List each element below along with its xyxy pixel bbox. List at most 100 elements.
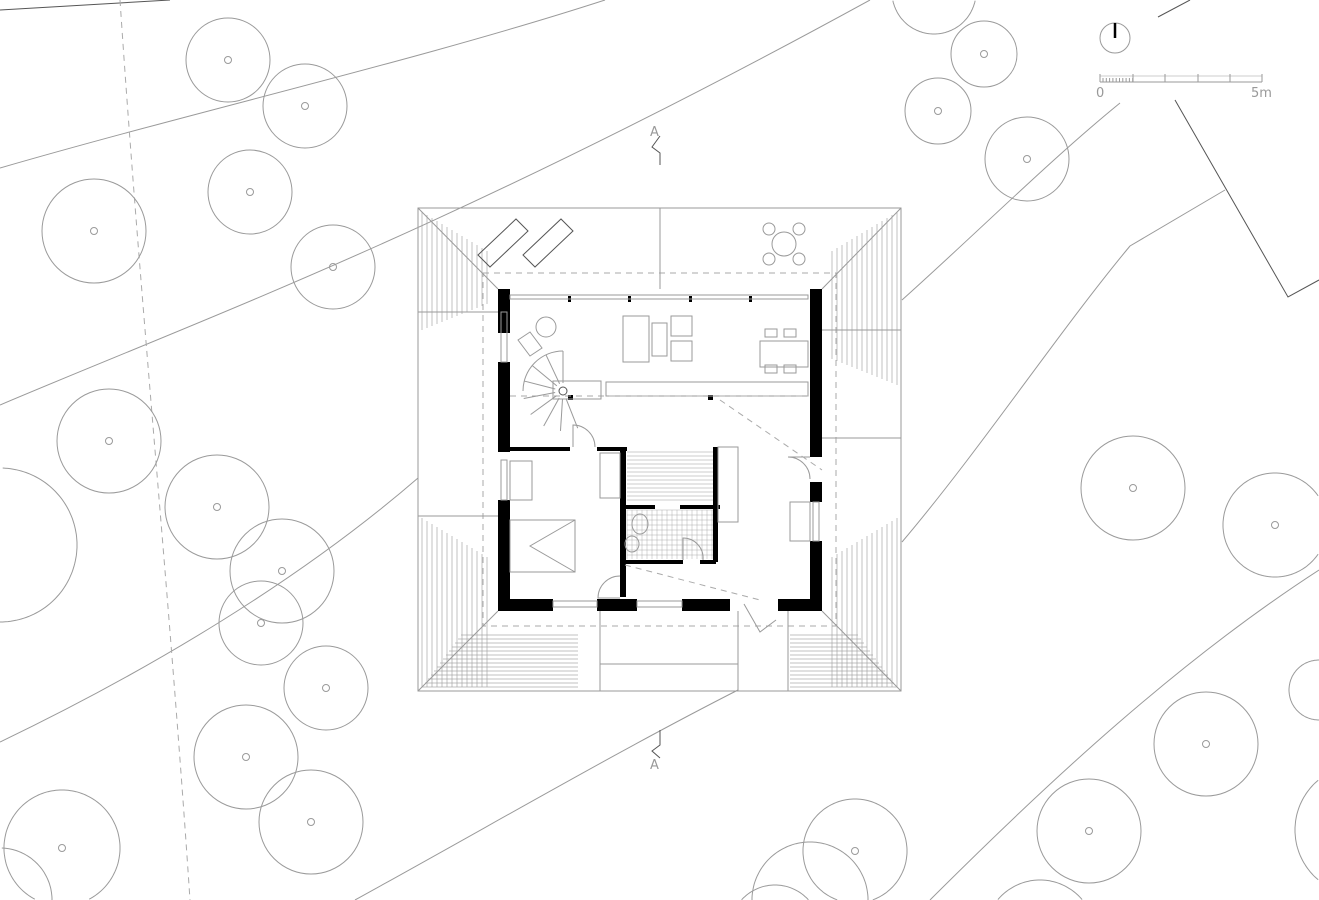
stair-tread xyxy=(523,392,556,399)
ridge-line xyxy=(719,399,823,471)
patio-table xyxy=(771,231,797,257)
tree xyxy=(56,388,162,494)
tree-canopy xyxy=(283,645,369,731)
tree-canopy xyxy=(1,847,53,900)
armchair xyxy=(670,340,693,362)
tree-trunk xyxy=(90,227,98,235)
tree xyxy=(283,645,369,731)
tree-canopy xyxy=(741,884,809,900)
contour-line xyxy=(0,0,171,11)
tree xyxy=(1080,435,1186,541)
tree xyxy=(904,77,972,145)
tree-trunk xyxy=(1085,827,1093,835)
north-arrow xyxy=(1099,22,1131,54)
tree xyxy=(290,224,376,310)
wall xyxy=(682,599,730,611)
tree-canopy xyxy=(258,769,364,875)
tree xyxy=(802,798,908,900)
wall xyxy=(597,599,637,611)
kitchen-counter xyxy=(717,446,739,523)
wall xyxy=(810,289,822,457)
wall xyxy=(625,560,683,564)
tree-canopy xyxy=(262,63,348,149)
wall xyxy=(510,447,570,451)
tree xyxy=(229,518,335,624)
tree-trunk xyxy=(1129,484,1137,492)
dining-chair xyxy=(764,328,778,338)
contour-line xyxy=(1174,99,1319,298)
tree-canopy xyxy=(904,77,972,145)
tree xyxy=(950,20,1018,88)
tree-trunk xyxy=(1202,740,1210,748)
tree-trunk xyxy=(257,619,265,627)
tree xyxy=(1222,472,1319,578)
window xyxy=(500,311,508,363)
dining-chair xyxy=(783,328,797,338)
tree-canopy xyxy=(1153,691,1259,797)
tree-trunk xyxy=(1023,155,1031,163)
washbasin xyxy=(624,535,640,553)
bed-cover xyxy=(529,519,576,573)
tree-trunk xyxy=(980,50,988,58)
cabinet xyxy=(789,501,811,542)
wall xyxy=(810,541,822,611)
tree-trunk xyxy=(278,567,286,575)
patio-chair xyxy=(762,252,776,266)
wall xyxy=(778,599,822,611)
wall xyxy=(597,447,627,451)
wall xyxy=(498,500,510,611)
tree xyxy=(751,841,869,900)
tree-canopy xyxy=(290,224,376,310)
contour-line xyxy=(901,189,1226,543)
wall xyxy=(498,599,553,611)
tree-canopy xyxy=(892,0,976,35)
sun-lounger xyxy=(477,218,529,268)
section-marker-bottom: A xyxy=(650,730,661,773)
tree-canopy xyxy=(984,116,1070,202)
wardrobe xyxy=(599,452,621,499)
gallery-railing xyxy=(605,381,809,397)
door xyxy=(572,424,596,448)
window xyxy=(636,600,683,608)
tree-trunk xyxy=(322,684,330,692)
toilet xyxy=(631,513,649,535)
tree xyxy=(185,17,271,103)
wall xyxy=(620,447,626,597)
tree-canopy xyxy=(193,704,299,810)
contour-line xyxy=(0,0,606,169)
contour-line xyxy=(901,102,1121,301)
tree xyxy=(997,879,1083,900)
tree-trunk xyxy=(1271,521,1279,529)
stair-tread xyxy=(545,354,561,384)
stair-tread xyxy=(543,397,560,427)
tree xyxy=(193,704,299,810)
tree-canopy xyxy=(56,388,162,494)
contour-line xyxy=(929,569,1319,900)
scale-bar: 0 5m xyxy=(1096,74,1272,101)
section-label-top: A xyxy=(650,125,659,140)
patio-chair xyxy=(792,222,806,236)
wall xyxy=(708,395,713,400)
tree xyxy=(3,789,121,900)
door xyxy=(682,537,704,561)
entrance-door xyxy=(743,603,777,633)
stair-landing xyxy=(552,380,602,400)
tree xyxy=(207,149,293,235)
contour-line xyxy=(0,0,871,406)
tree xyxy=(164,454,270,560)
tree-canopy xyxy=(802,798,908,900)
tree xyxy=(741,884,809,900)
tree-trunk xyxy=(246,188,254,196)
tree-canopy xyxy=(164,454,270,560)
tree xyxy=(1036,778,1142,884)
tree xyxy=(41,178,147,284)
roof-line xyxy=(599,611,739,692)
scale-end-label: 5m xyxy=(1251,86,1272,101)
tree-trunk xyxy=(224,56,232,64)
tree-trunk xyxy=(301,102,309,110)
tree-canopy xyxy=(751,841,869,900)
wall xyxy=(713,447,718,562)
